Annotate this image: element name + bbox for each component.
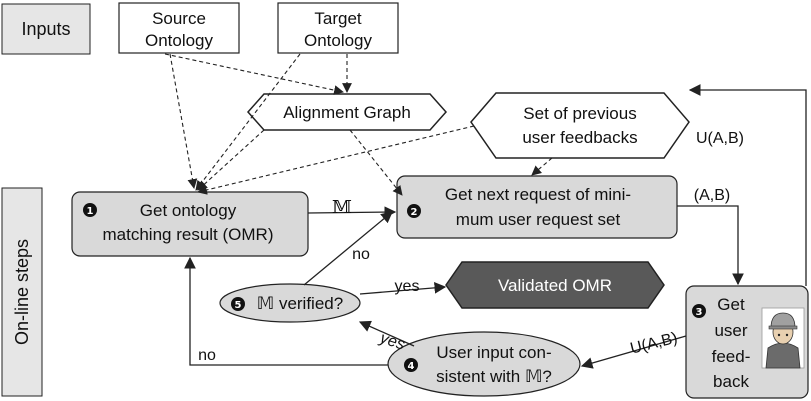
user-avatar-icon bbox=[761, 307, 805, 369]
step3-line2: user bbox=[714, 321, 747, 340]
step4-number-badge bbox=[404, 358, 418, 372]
inputs-section-label: Inputs bbox=[1, 3, 91, 55]
source-to-step1-edge bbox=[169, 53, 198, 189]
validated-omr-node: Validated OMR bbox=[445, 261, 665, 309]
step2-to-step3-edge bbox=[677, 205, 744, 286]
validated-omr-label: Validated OMR bbox=[498, 276, 612, 295]
step3-to-step4-edge bbox=[580, 335, 687, 369]
m-symbol-label: 𝕄 bbox=[332, 197, 352, 218]
target-ontology-line1: Target bbox=[314, 9, 362, 28]
step2-line2: mum user request set bbox=[456, 210, 621, 229]
no-up-label: no bbox=[352, 246, 370, 263]
step1-line2: matching result (OMR) bbox=[103, 225, 274, 244]
step5-number: 5 bbox=[235, 300, 242, 311]
step4-to-step1-edge bbox=[184, 256, 388, 366]
online-steps-section-label: On-line steps bbox=[1, 187, 43, 397]
step1-number: 1 bbox=[87, 206, 94, 217]
alignment-to-step1-edge bbox=[197, 129, 265, 191]
source-ontology-line2: Ontology bbox=[145, 31, 214, 50]
previous-feedbacks-node: Set of previous user feedbacks bbox=[470, 92, 690, 159]
alignment-graph-label: Alignment Graph bbox=[283, 103, 411, 122]
inputs-label: Inputs bbox=[21, 19, 70, 39]
step3-to-feedbacks-edge bbox=[688, 84, 807, 286]
step5-to-validated-edge bbox=[359, 282, 447, 295]
source-to-alignment-edge bbox=[164, 53, 344, 95]
alignment-to-step2-edge bbox=[349, 129, 403, 196]
target-ontology-box: Target Ontology bbox=[277, 2, 399, 54]
step4-to-step5-edge bbox=[358, 320, 415, 347]
step4-number: 4 bbox=[408, 361, 415, 372]
online-steps-label: On-line steps bbox=[12, 239, 32, 345]
previous-feedbacks-line1: Set of previous bbox=[523, 104, 636, 123]
target-to-step1-edge bbox=[195, 53, 301, 191]
step5-label: 𝕄 verified? bbox=[257, 294, 343, 313]
step2-next-request: 2 Get next request of mini- mum user req… bbox=[396, 175, 678, 239]
step1-number-badge bbox=[83, 203, 97, 217]
alignment-graph-node: Alignment Graph bbox=[246, 93, 448, 131]
yes-diag-label: yes bbox=[377, 329, 407, 353]
step5-to-step2-edge bbox=[303, 211, 393, 286]
step4-line2: sistent with 𝕄? bbox=[436, 367, 552, 386]
source-ontology-box: Source Ontology bbox=[118, 2, 240, 54]
feedbacks-to-step1-edge bbox=[197, 125, 475, 195]
yes-right-label: yes bbox=[395, 278, 420, 295]
step5-m-verified: 5 𝕄 verified? bbox=[219, 283, 361, 323]
step3-number: 3 bbox=[696, 307, 703, 318]
u-ab-top-label: U(A,B) bbox=[696, 130, 744, 147]
step1-get-omr: 1 Get ontology matching result (OMR) bbox=[71, 191, 309, 257]
no-left-label: no bbox=[198, 347, 216, 364]
step2-line1: Get next request of mini- bbox=[445, 185, 631, 204]
step2-number-badge bbox=[407, 204, 421, 218]
ab-label: (A,B) bbox=[694, 187, 730, 204]
feedbacks-to-step2-edge bbox=[531, 157, 553, 176]
step3-number-badge bbox=[692, 304, 706, 318]
step4-line1: User input con- bbox=[436, 343, 551, 362]
u-ab-bottom-label: U(A,B) bbox=[629, 330, 680, 358]
step3-line3: feed- bbox=[712, 347, 751, 366]
step2-number: 2 bbox=[411, 207, 418, 218]
step1-line1: Get ontology bbox=[140, 201, 237, 220]
target-ontology-line2: Ontology bbox=[304, 31, 373, 50]
step5-number-badge bbox=[231, 297, 245, 311]
step3-line1: Get bbox=[717, 295, 745, 314]
previous-feedbacks-line2: user feedbacks bbox=[522, 128, 637, 147]
source-ontology-line1: Source bbox=[152, 9, 206, 28]
step3-line4: back bbox=[713, 372, 749, 391]
step3-get-feedback: 3 Get user feed- back bbox=[685, 285, 809, 399]
step4-consistency-check: 4 User input con- sistent with 𝕄? bbox=[387, 331, 581, 397]
